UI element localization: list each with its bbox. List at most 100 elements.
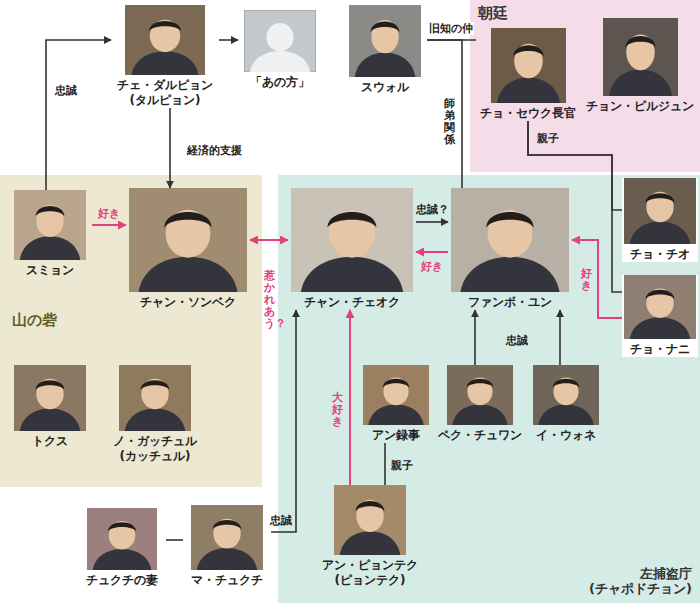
relation-label: 忠誠 [269,514,293,527]
portrait-photo [533,365,599,425]
portrait-frame [119,365,191,431]
portrait-frame [491,28,566,103]
character-card: トクス [8,365,92,449]
portrait-ground [291,188,413,292]
relation-label: 惹かれあう？ [264,270,275,330]
portrait-body [497,78,560,104]
relation-label: 親子 [536,132,560,145]
character-name: スミョン [8,263,92,278]
portrait-body [93,549,152,570]
portrait-frame [363,365,429,425]
character-card: チェ・ダルピョン (タルピョン) [111,5,219,108]
portrait-photo [191,505,263,570]
portrait-photo [244,10,316,72]
group-heading: 朝廷 [478,4,508,22]
portrait-ground [244,10,316,72]
relation-line [474,310,476,365]
portrait-ground [129,188,247,292]
portrait-frame [125,5,205,75]
character-card: ペク・チュワン [436,365,524,443]
character-card: 「あの方」 [238,10,322,90]
portrait-frame [14,365,86,431]
portrait-hair [383,379,409,388]
portrait-head [371,20,398,53]
portrait-hair [646,193,675,203]
portrait-photo [447,365,513,425]
portrait-frame [603,18,678,96]
portrait-photo [129,188,247,292]
character-name: チェ・ダルピョン (タルピョン) [111,78,219,108]
portrait-body [131,51,198,75]
character-card: チャン・ソンベク [126,188,250,310]
character-name: 「あの方」 [238,75,322,90]
portrait-frame [624,178,696,244]
relation-line [559,310,561,365]
relation-label: 好き [420,260,444,273]
character-card: チョ・チオ [622,178,698,262]
character-name: アン・ピョンテク (ピョンテク) [313,558,427,588]
character-name: チョ・チオ [622,247,698,262]
portrait-hair [625,36,655,48]
character-name: ファンボ・ユン [448,295,572,310]
relation-line [250,239,288,241]
portrait-frame [244,10,316,72]
portrait-ground [191,505,263,570]
relation-label: 忠誠 [54,84,78,97]
portrait-frame [451,188,569,292]
character-name: アン録事 [356,428,436,443]
portrait-body [355,53,415,77]
portrait-head [467,378,492,406]
portrait-body [138,257,237,292]
relation-label: 旧知の仲 [428,22,474,35]
portrait-body [630,317,690,339]
character-card: チュクチの妻 [78,508,166,588]
portrait-ground [491,28,566,103]
portrait-ground [14,365,86,431]
portrait-hair [213,520,242,530]
portrait-hair [36,380,65,390]
portrait-frame [129,188,247,292]
portrait-body [609,69,672,96]
portrait-hair [108,522,136,531]
portrait-frame [447,365,513,425]
portrait-head [36,379,63,409]
portrait-ground [363,365,429,425]
relation-line [219,39,238,41]
portrait-photo [363,365,429,425]
portrait-frame [533,365,599,425]
portrait-body [452,405,507,425]
portrait-frame [191,505,263,570]
portrait-frame [14,190,86,260]
portrait-head [646,288,673,317]
portrait-photo [14,190,86,260]
portrait-ground [349,5,421,77]
portrait-frame [87,508,157,570]
character-card: チョ・セウク長官 [476,28,580,121]
portrait-body [630,222,690,244]
character-name: チョン・ピルジュン [583,99,697,114]
character-card: ファンボ・ユン [448,188,572,310]
character-name: イ・ウォネ [526,428,606,443]
portrait-hair [467,379,493,388]
portrait-photo [624,275,696,339]
portrait-body [460,257,559,292]
relation-label: 好き [97,207,121,220]
relation-label: 師弟関係 [444,98,455,146]
relation-label: 好き [581,268,592,292]
character-card: チャン・チェオク [288,188,416,310]
portrait-ground [624,178,696,244]
portrait-frame [291,188,413,292]
character-name: トクス [8,434,92,449]
character-card: スミョン [8,190,92,278]
portrait-hair [356,501,385,512]
portrait-head [646,192,673,222]
portrait-body [20,409,80,431]
character-name: スウォル [343,80,427,95]
portrait-body [250,51,310,72]
portrait-photo [349,5,421,77]
character-name: ノ・ガッチュル (カッチュル) [98,434,212,464]
portrait-body [538,405,593,425]
character-card: アン・ピョンテク (ピョンテク) [313,485,427,588]
portrait-hair [141,380,170,390]
portrait-head [626,34,655,70]
